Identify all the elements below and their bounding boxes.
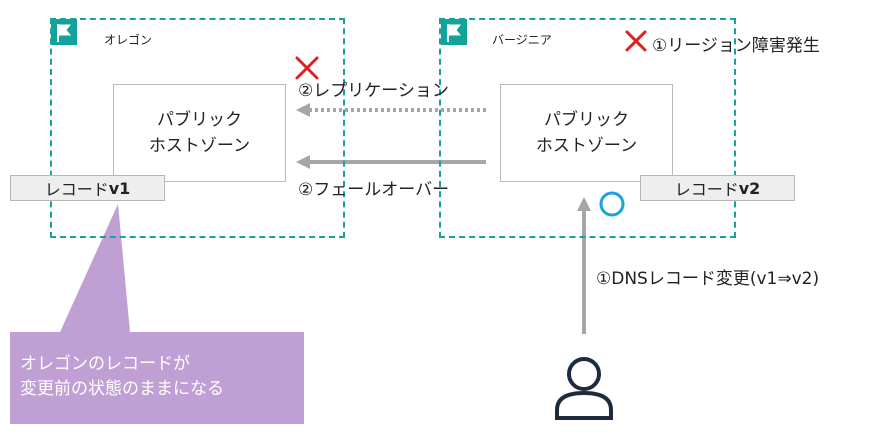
user-icon (555, 357, 613, 420)
region-failure-text: ①リージョン障害発生 (652, 36, 820, 56)
flag-icon (57, 24, 72, 42)
callout-line2: 変更前の状態のままになる (20, 379, 224, 399)
zone-virginia: パブリック ホストゾーン (500, 84, 673, 182)
dns-arrow-head (577, 197, 591, 211)
replication-text: ②レプリケーション (298, 81, 449, 101)
failover-arrow-head (296, 155, 310, 169)
cross-icon (625, 30, 647, 52)
failover-text: ②フェールオーバー (298, 180, 450, 200)
flag-icon (447, 24, 462, 42)
record-virginia-version: v2 (738, 178, 761, 198)
callout-line1: オレゴンのレコードが (20, 354, 190, 374)
record-oregon-version: v1 (108, 178, 131, 198)
zone-oregon-line1: パブリック (157, 110, 242, 130)
zone-virginia-line2: ホストゾーン (535, 136, 638, 156)
callout-box (10, 332, 304, 424)
region-oregon (50, 18, 345, 238)
region-oregon-label: オレゴン (104, 33, 153, 47)
circle-icon (599, 191, 625, 217)
region-virginia-label: バージニア (492, 33, 552, 47)
region-virginia (439, 18, 736, 238)
dns-change-text: ①DNSレコード変更(v1⇒v2) (596, 269, 820, 289)
record-virginia-prefix: レコード (674, 180, 739, 199)
cross-icon (295, 56, 319, 80)
replication-arrow-head (296, 103, 310, 117)
zone-oregon: パブリック ホストゾーン (113, 84, 286, 182)
record-oregon-prefix: レコード (44, 180, 109, 199)
zone-virginia-line1: パブリック (544, 110, 629, 130)
callout-text: オレゴンのレコードが 変更前の状態のままになる (20, 352, 224, 402)
zone-oregon-line2: ホストゾーン (148, 136, 251, 156)
